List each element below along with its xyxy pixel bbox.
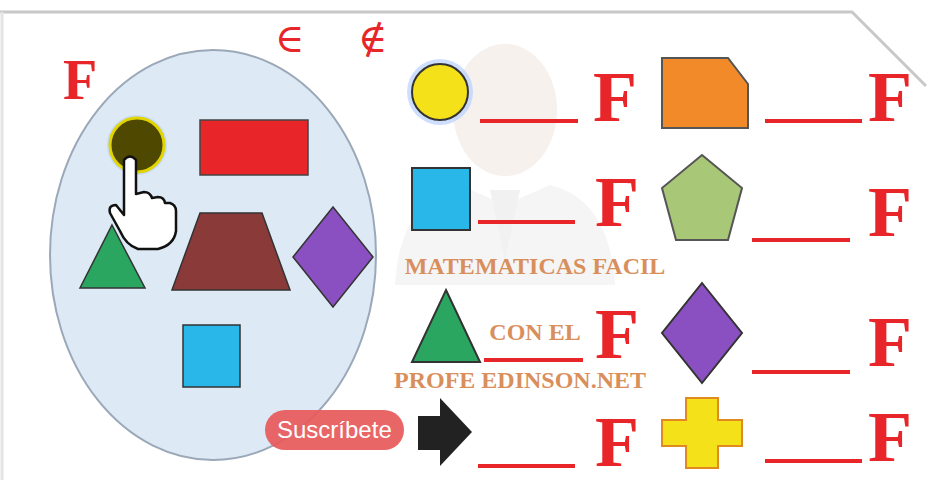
set-letter: F — [868, 176, 912, 248]
set-letter: F — [595, 406, 639, 478]
set-letter: F — [868, 401, 912, 473]
watermark-text: CON EL — [489, 320, 580, 344]
set-letter: F — [595, 166, 639, 238]
button-label: Suscríbete — [277, 418, 392, 442]
set-name: F — [63, 52, 97, 108]
not-member-symbol: ∉ — [358, 18, 388, 58]
watermark-text: MATEMATICAS FACIL — [405, 254, 666, 278]
set-letter: F — [593, 61, 637, 133]
set-letter: F — [868, 306, 912, 378]
subscribe-button: Suscríbete — [265, 410, 404, 450]
watermark-text: PROFE EDINSON.NET — [394, 368, 646, 392]
set-letter: F — [868, 61, 912, 133]
set-letter: F — [595, 298, 639, 370]
member-symbol: ∈ — [275, 18, 305, 58]
